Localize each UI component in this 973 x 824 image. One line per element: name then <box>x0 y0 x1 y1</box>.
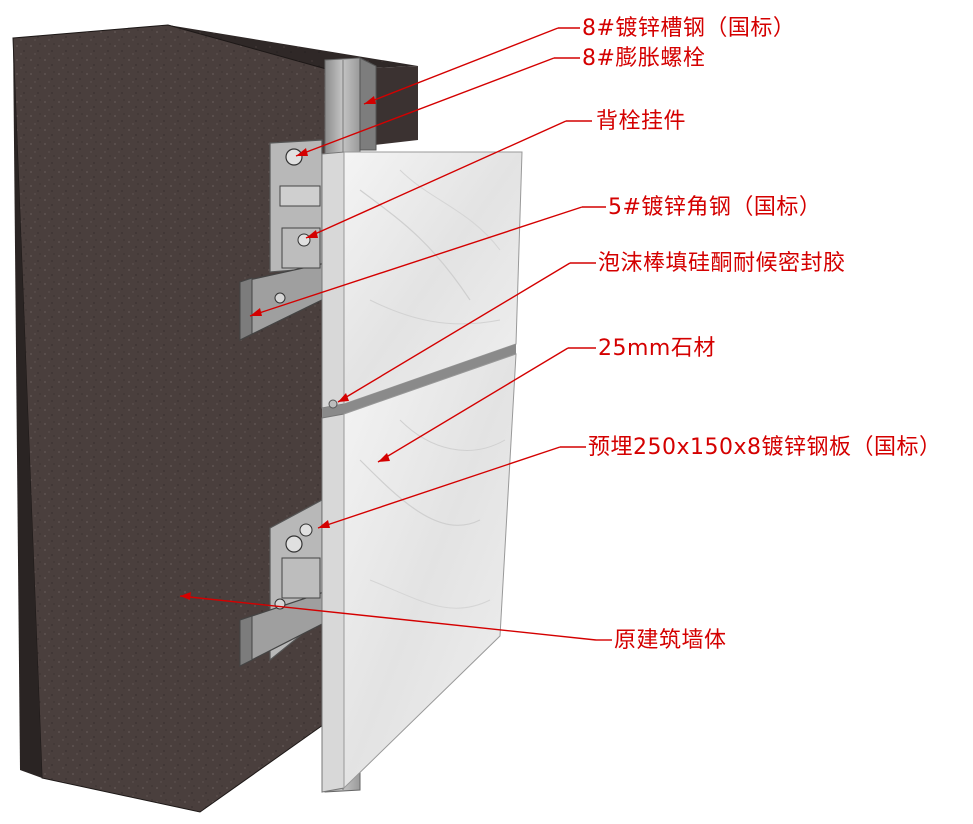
label-back-bolt-hanger: 背栓挂件 <box>596 109 687 134</box>
bolt-head <box>297 233 311 247</box>
label-original-wall: 原建筑墙体 <box>614 628 727 653</box>
label-foam-rod-sealant: 泡沫棒填硅酮耐候密封胶 <box>598 251 846 276</box>
bolt-head <box>285 535 303 553</box>
label-angle-steel: 5#镀锌角钢（国标） <box>608 195 822 220</box>
bolt-head <box>299 523 313 537</box>
leader-lines <box>179 27 612 641</box>
label-channel-steel: 8#镀锌槽钢（国标） <box>582 16 796 41</box>
label-expansion-bolt: 8#膨胀螺栓 <box>582 46 706 71</box>
stone-panel-lower <box>321 353 517 793</box>
panel-joint <box>322 344 516 418</box>
upper-bracket <box>239 139 331 341</box>
label-embedded-plate: 预埋250x150x8镀锌钢板（国标） <box>588 435 942 460</box>
stone-panel-upper <box>321 151 523 409</box>
bolt-head <box>274 292 286 304</box>
arrow-heads <box>180 96 390 600</box>
bolt-head <box>285 148 303 166</box>
wall-left-face <box>13 38 42 778</box>
foam-rod <box>328 399 338 409</box>
label-stone-panel: 25mm石材 <box>598 336 716 361</box>
